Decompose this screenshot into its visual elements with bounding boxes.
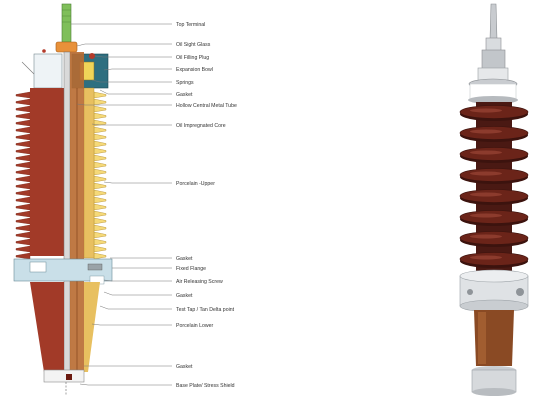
- core-shed: [94, 232, 106, 238]
- callout-leader: [104, 280, 172, 281]
- photo-shed-highlight: [470, 109, 502, 113]
- base-plate-stress-shield: [44, 370, 84, 382]
- callout-leader: [104, 182, 172, 183]
- callout-label: Air Releasing Screw: [176, 279, 223, 285]
- photo-shed-highlight: [470, 172, 502, 176]
- oil-impregnated-core: [84, 88, 94, 258]
- callout-leader: [77, 44, 172, 46]
- porcelain-shed: [16, 218, 30, 224]
- oil-filling-plug: [89, 53, 95, 59]
- photo-shed-highlight: [470, 214, 502, 218]
- core-shed: [94, 176, 106, 182]
- core-shed: [94, 162, 106, 168]
- porcelain-shed: [16, 190, 30, 196]
- photo-shed-highlight: [470, 256, 502, 260]
- expansion-bowl-left: [34, 54, 62, 88]
- photo-shed-highlight: [470, 235, 502, 239]
- photo-shed-highlight: [470, 193, 502, 197]
- callout-label: Top Terminal: [176, 22, 205, 28]
- callout-label: Oil Sight Glass: [176, 42, 211, 48]
- core-shed: [94, 253, 106, 259]
- callout-label: Porcelain -Upper: [176, 181, 215, 187]
- oil-sight-glass: [56, 42, 77, 52]
- core-shed: [94, 197, 106, 203]
- hollow-central-metal-tube: [64, 52, 70, 377]
- porcelain-shed: [16, 127, 30, 133]
- callout-leader: [100, 306, 172, 309]
- core-shed: [94, 204, 106, 210]
- porcelain-shed: [16, 225, 30, 231]
- callout-label: Fixed Flange: [176, 266, 206, 272]
- porcelain-shed: [16, 246, 30, 252]
- porcelain-upper-sheds: [16, 92, 30, 259]
- porcelain-shed: [16, 169, 30, 175]
- callout-label: Base Plate/ Stress Shield: [176, 383, 235, 389]
- air-releasing-screw: [88, 264, 102, 270]
- photo-shed-highlight: [470, 130, 502, 134]
- porcelain-shed: [16, 120, 30, 126]
- callout-label: Oil Filling Plug: [176, 55, 209, 61]
- core-shed: [94, 155, 106, 161]
- callout-label: Gasket: [176, 256, 193, 262]
- porcelain-shed: [16, 92, 30, 98]
- porcelain-shed: [16, 134, 30, 140]
- callout-label: Oil Impregnated Core: [176, 123, 226, 129]
- photo-porcelain-sheds: [460, 102, 528, 276]
- callout-label: Gasket: [176, 293, 193, 299]
- porcelain-shed: [16, 176, 30, 182]
- porcelain-shed: [16, 99, 30, 105]
- core-shed: [94, 141, 106, 147]
- callout-leader: [104, 292, 172, 295]
- porcelain-shed: [16, 232, 30, 238]
- callout-label: Test Tap / Tan Delta point: [176, 307, 235, 313]
- porcelain-shed: [16, 141, 30, 147]
- core-shed: [94, 99, 106, 105]
- porcelain-shed: [16, 253, 30, 259]
- porcelain-shed: [16, 113, 30, 119]
- porcelain-shed: [16, 155, 30, 161]
- porcelain-shed: [16, 239, 30, 245]
- core-shed: [94, 169, 106, 175]
- porcelain-upper: [30, 88, 64, 256]
- core-shed: [94, 106, 106, 112]
- oil-impregnated-core-sheds: [94, 92, 106, 259]
- core-shed: [94, 190, 106, 196]
- callout-label: Hollow Central Metal Tube: [176, 103, 237, 109]
- callout-label: Gasket: [176, 364, 193, 370]
- top-terminal-rod: [62, 4, 71, 42]
- callout-label: Porcelain Lower: [176, 323, 213, 329]
- callout-leader: [80, 384, 172, 385]
- porcelain-shed: [16, 148, 30, 154]
- callout-label: Springs: [176, 80, 194, 86]
- bushing-photo: [460, 4, 528, 396]
- core-shed: [94, 225, 106, 231]
- porcelain-shed: [16, 197, 30, 203]
- core-shed: [94, 127, 106, 133]
- porcelain-shed: [16, 162, 30, 168]
- porcelain-shed: [16, 183, 30, 189]
- callout-leader: [104, 69, 172, 70]
- core-shed: [94, 134, 106, 140]
- core-shed: [94, 92, 106, 98]
- porcelain-shed: [16, 211, 30, 217]
- callout-leader: [100, 90, 172, 94]
- core-shed: [94, 211, 106, 217]
- core-shed: [94, 113, 106, 119]
- photo-terminal-rod: [490, 4, 497, 40]
- porcelain-lower: [30, 282, 64, 372]
- callout-leader: [92, 324, 172, 325]
- core-shed: [94, 148, 106, 154]
- porcelain-shed: [16, 106, 30, 112]
- callout-label: Gasket: [176, 92, 193, 98]
- core-shed: [94, 239, 106, 245]
- photo-shed-highlight: [470, 151, 502, 155]
- core-shed: [94, 246, 106, 252]
- core-shed: [94, 218, 106, 224]
- callout-label: Expansion Bowl: [176, 67, 213, 73]
- porcelain-shed: [16, 204, 30, 210]
- core-shed: [94, 183, 106, 189]
